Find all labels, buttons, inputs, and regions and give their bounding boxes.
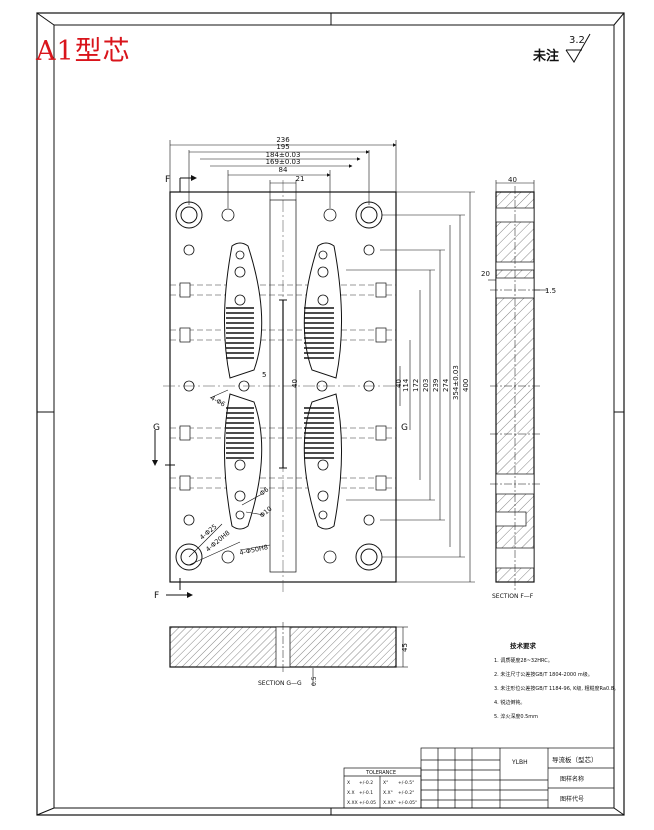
- roughness-value: 3.2: [569, 35, 585, 46]
- tol-row1-c: X°: [383, 780, 388, 786]
- guide-hole-tl: [175, 201, 203, 229]
- dim-40: 40: [395, 379, 403, 388]
- section-f-top: F: [165, 175, 170, 185]
- callout-4-phi6: 4-Φ6: [209, 394, 227, 409]
- drawing-no-label: 图样代号: [560, 795, 584, 803]
- drawing-title: A1型芯: [36, 36, 131, 67]
- section-gg-view: 45 0.5 SECTION G—G: [169, 622, 409, 687]
- section-gg-label: SECTION G—G: [258, 680, 302, 687]
- notes-heading: 技术要求: [510, 641, 537, 650]
- note-1: 1. 调质硬度28~32HRC。: [494, 657, 553, 664]
- tol-row1-d: +/-0.5°: [398, 780, 414, 786]
- roughness-symbol: [565, 33, 591, 63]
- tol-row2-c: X.X°: [383, 790, 393, 796]
- tol-row3-d: +/-0.05°: [398, 800, 417, 806]
- dim-274: 274: [442, 378, 450, 392]
- section-g-left: G: [153, 423, 160, 433]
- tol-row1-b: +/-0.2: [359, 780, 373, 786]
- tol-row2-a: X.X: [347, 790, 355, 796]
- dim-84: 84: [279, 166, 288, 174]
- section-g-right: G: [401, 423, 408, 433]
- sheet-border: [36, 12, 625, 816]
- tol-row2-b: +/-0.1: [359, 790, 373, 796]
- plan-view: 236 195 184±0.03 169±0.03 84 21 40 114 1…: [152, 136, 475, 601]
- tol-row3-b: +/-0.05: [359, 800, 376, 806]
- side-dim-20: 20: [481, 270, 490, 278]
- note-5: 5. 淬火深度0.5mm: [494, 713, 538, 720]
- dim-172: 172: [412, 379, 420, 392]
- dim-169: 169±0.03: [266, 158, 301, 166]
- section-f-bottom: F: [154, 591, 159, 601]
- dim-5: 5: [262, 371, 266, 379]
- dim-114: 114: [402, 378, 410, 392]
- roughness-label: 未注: [533, 49, 560, 64]
- part-name-label: 图样名称: [560, 775, 584, 783]
- dim-354: 354±0.03: [452, 365, 460, 400]
- tol-row2-d: +/-0.2°: [398, 790, 414, 796]
- dim-40b: 40: [291, 379, 299, 388]
- tolerance-label: TOLERANCE: [365, 770, 396, 776]
- company-label: YLBH: [511, 759, 528, 766]
- side-dim-15: 1.5: [545, 287, 556, 295]
- side-dim-40: 40: [508, 176, 517, 184]
- dim-195: 195: [276, 143, 289, 151]
- callout-4-phi50h8: 4-Φ50H8: [239, 543, 269, 557]
- section-ff-label: SECTION F—F: [492, 593, 534, 600]
- tol-row3-a: X.XX: [347, 800, 358, 806]
- dim-184: 184±0.03: [266, 151, 301, 159]
- dim-236: 236: [276, 136, 290, 144]
- section-ff-view: 40 20 1.5 SECTION F—F: [481, 176, 556, 600]
- part-title: 导流板（型芯）: [552, 755, 598, 764]
- technical-notes: 技术要求 1. 调质硬度28~32HRC。 2. 未注尺寸公差按GB/T 180…: [494, 641, 619, 720]
- guide-hole-tr: [355, 201, 383, 229]
- note-2: 2. 未注尺寸公差按GB/T 1804-2000 m级。: [494, 671, 593, 678]
- dim-21: 21: [296, 175, 305, 183]
- dim-203: 203: [422, 379, 430, 392]
- note-4: 4. 锐边倒钝。: [494, 699, 525, 706]
- callout-phi10: Φ6: [258, 485, 270, 497]
- gg-dim-45: 45: [401, 643, 409, 652]
- callout-phi-10: Φ10: [258, 505, 273, 520]
- dim-239: 239: [432, 379, 440, 392]
- guide-hole-br: [355, 543, 383, 571]
- tol-row3-c: X.XX°: [383, 800, 396, 806]
- tol-row1-a: X: [347, 780, 350, 786]
- title-block: [343, 747, 615, 809]
- note-3: 3. 未注形位公差按GB/T 1184-96, K级, 粗糙度Ra0.8。: [494, 685, 619, 692]
- dim-400: 400: [462, 379, 470, 392]
- gg-dim-05: 0.5: [311, 676, 318, 686]
